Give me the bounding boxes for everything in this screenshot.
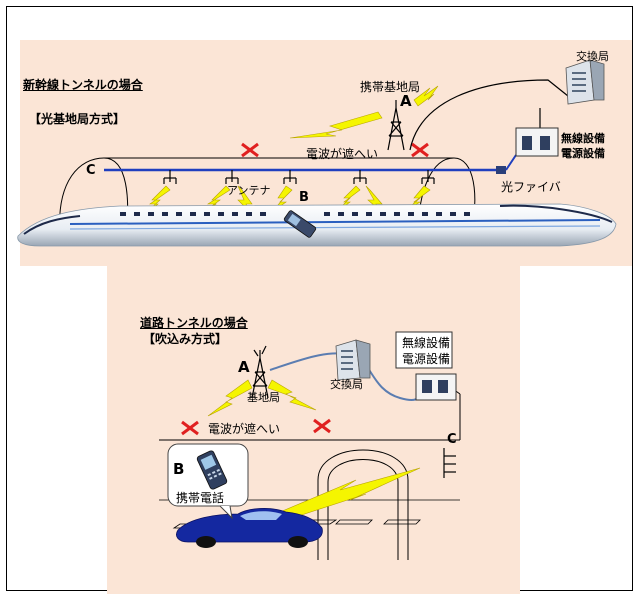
top-label-c: C — [86, 163, 96, 178]
bottom-base-station-label: 基地局 — [247, 391, 280, 404]
bottom-power-equipment-label: 電源設備 — [402, 352, 451, 366]
signal-to-tower-top — [413, 85, 439, 107]
bottom-exchange-label: 交換局 — [330, 378, 363, 391]
top-exchange-label: 交換局 — [576, 50, 609, 63]
top-blocked-label: 電波が遮へい — [306, 147, 379, 161]
top-label-b: B — [299, 190, 309, 205]
equipment-label-box — [395, 331, 453, 369]
base-station-tower-top — [387, 100, 405, 151]
signal-to-tunnel-top — [289, 111, 383, 139]
blocked-cross-left-top — [240, 142, 260, 158]
top-radio-equipment-label: 無線設備 — [561, 132, 605, 145]
phone-callout-b — [167, 443, 249, 520]
tunnel-signal-bottom — [279, 467, 421, 521]
bottom-blocked-label: 電波が遮へい — [208, 422, 281, 436]
cable-top — [409, 79, 569, 151]
shinkansen-train — [17, 203, 617, 247]
top-fiber-label: 光ファイバ — [501, 180, 561, 194]
top-base-station-label: 携帯基地局 — [360, 80, 421, 94]
blocked-cross-right-top — [410, 142, 430, 158]
bottom-label-b: B — [173, 460, 185, 478]
top-label-a: A — [400, 92, 412, 110]
top-title: 新幹線トンネルの場合 — [23, 78, 143, 92]
car — [176, 508, 323, 548]
bottom-radio-equipment-label: 無線設備 — [402, 336, 451, 350]
bottom-label-a: A — [238, 358, 250, 376]
bottom-phone-label: 携帯電話 — [176, 491, 225, 505]
base-station-tower-bottom — [251, 345, 269, 399]
top-subtitle: 【光基地局方式】 — [29, 112, 126, 126]
antennas — [163, 170, 435, 184]
top-power-equipment-label: 電源設備 — [561, 147, 605, 160]
signal-left-bottom — [207, 379, 253, 417]
mobile-phone-b-top — [283, 210, 317, 238]
bottom-subtitle: 【吹込み方式】 — [143, 332, 228, 346]
bottom-label-c: C — [447, 432, 457, 447]
blocked-cross-left-bottom — [180, 420, 200, 436]
radio-equipment-box-bottom — [415, 373, 457, 401]
bottom-title: 道路トンネルの場合 — [140, 316, 248, 330]
antenna-signals — [139, 185, 431, 219]
antenna-c-bottom — [443, 448, 456, 478]
blocked-cross-right-bottom — [312, 418, 332, 434]
signal-right-bottom — [267, 379, 317, 411]
top-antenna-label: アンテナ — [227, 184, 271, 197]
radio-equipment-box-top — [515, 127, 559, 157]
exchange-building-bottom — [335, 339, 371, 381]
exchange-building-top — [565, 59, 605, 105]
